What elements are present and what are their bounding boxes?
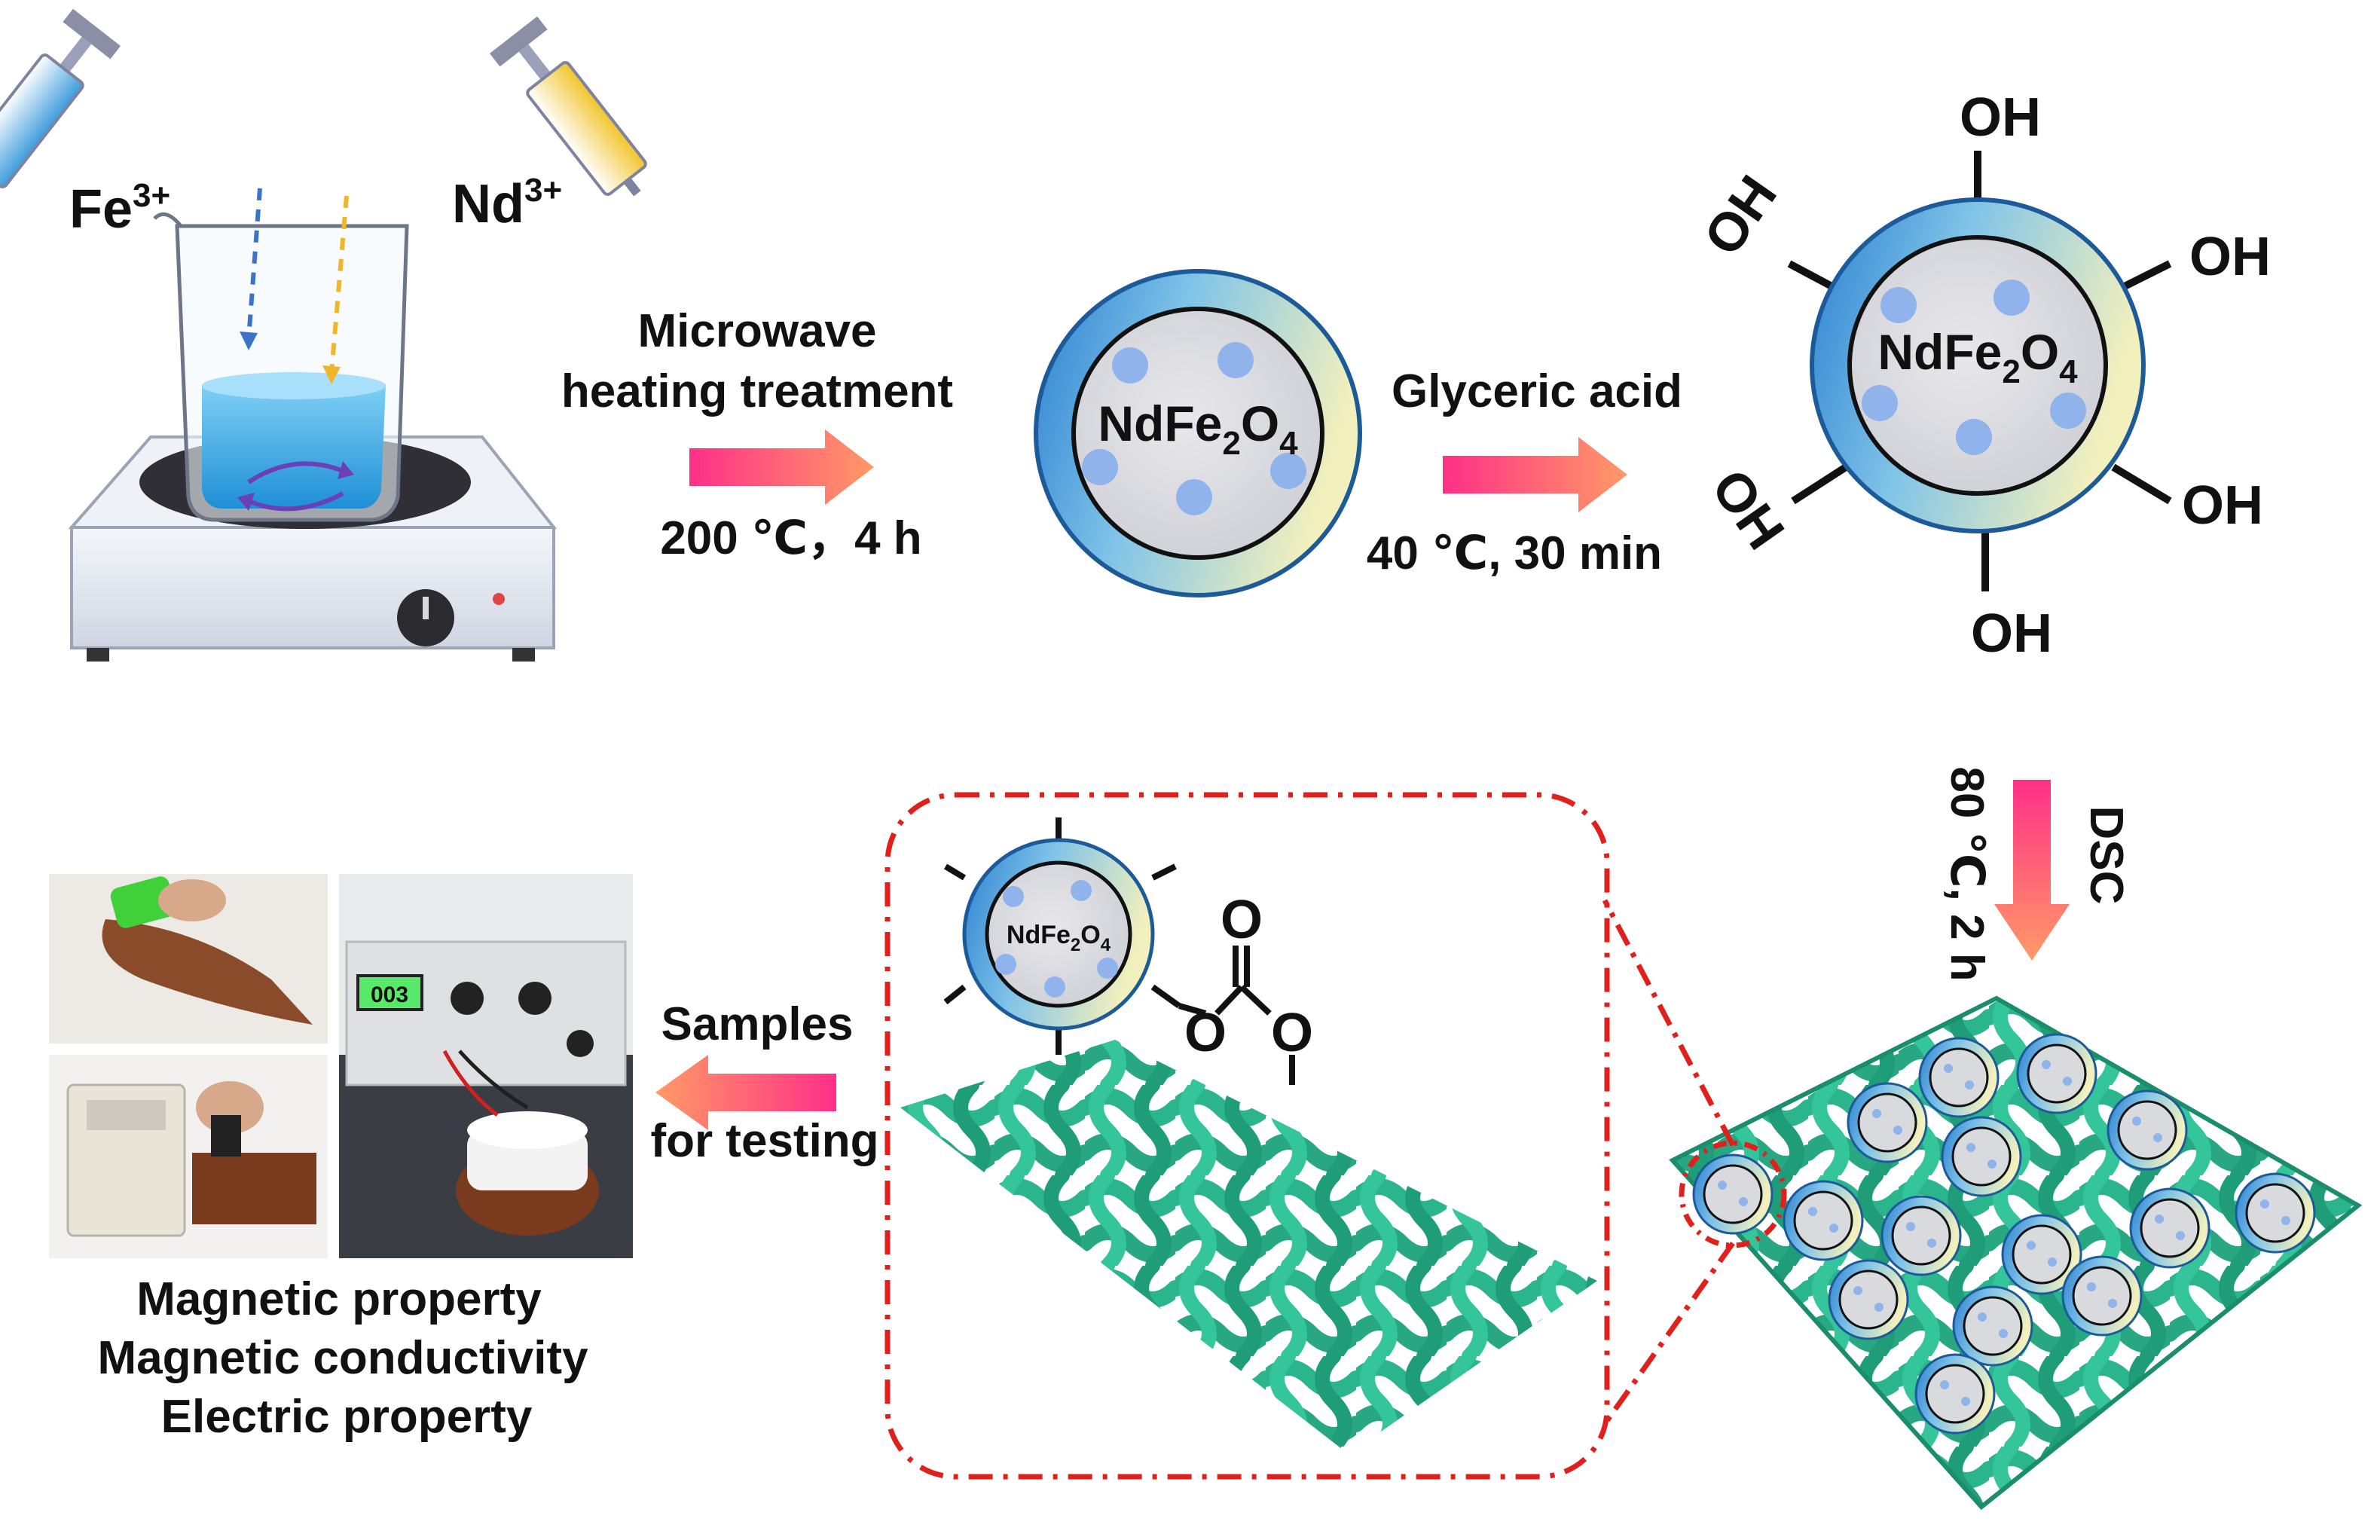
step1-line1: Microwave [637, 305, 876, 357]
carbonate-linker: O O O [1178, 890, 1313, 1085]
carbonate-o-top: O [1221, 890, 1263, 950]
oh-particle-formula: NdFe2O4 [1877, 324, 2078, 390]
ndfe2o4-particle: NdFe2O4 [1034, 269, 1362, 597]
property-list: Magnetic property Magnetic conductivity … [97, 1273, 588, 1443]
oh-group-bottom: OH [1971, 603, 2052, 664]
step2-condition: 40 ℃, 30 min [1367, 527, 1662, 579]
photo-conductivity-meter: 003 [339, 874, 633, 1258]
particle-formula: NdFe2O4 [1098, 396, 1298, 462]
zoom-line-top [1602, 899, 1736, 1147]
fe-ion-label: Fe3+ [69, 177, 170, 240]
step3-condition: 80 ℃, 2 h [1941, 766, 1993, 981]
step1-microwave: Microwave heating treatment 200 ℃，4 h [561, 305, 953, 564]
oh-group-right-upper: OH [2189, 227, 2271, 287]
step3-label: DSC [2080, 806, 2132, 905]
synthesis-setup: Fe3+ Nd3+ [0, 8, 647, 662]
meter-display-value: 003 [371, 982, 408, 1007]
step4-testing: Samples for testing [650, 998, 878, 1167]
syringe-nd-icon [490, 16, 647, 197]
step4-line2: for testing [650, 1115, 878, 1167]
photo-fabric-magnet [49, 874, 328, 1043]
step4-arrow-icon [655, 1055, 836, 1130]
coated-fabric [1669, 995, 2363, 1511]
oh-group-right-lower: OH [2182, 475, 2263, 536]
zoom-particle-formula: NdFe2O4 [1007, 921, 1111, 955]
step3-arrow-icon [1994, 780, 2070, 961]
zoom-source-marker [1679, 1140, 1787, 1248]
step2-label: Glyceric acid [1392, 365, 1682, 417]
zoom-particle: NdFe2O4 [943, 817, 1181, 1055]
oh-group-left-upper: OH [1693, 165, 1789, 266]
step1-arrow-icon [689, 429, 874, 505]
oh-functionalized-particle: NdFe2O4 OH OH OH OH OH OH [1693, 87, 2271, 664]
zoom-inset: NdFe2O4 O O O [884, 792, 1610, 1480]
zoom-line-bottom [1602, 1241, 1735, 1426]
beaker [153, 212, 409, 522]
property-conductivity: Magnetic conductivity [97, 1332, 588, 1384]
oh-group-top: OH [1960, 87, 2041, 148]
step3-dsc: 80 ℃, 2 h DSC [1941, 766, 2132, 981]
step2-arrow-icon [1443, 437, 1627, 512]
nd-ion-label: Nd3+ [452, 172, 562, 234]
step4-line1: Samples [661, 998, 853, 1050]
carbonate-o-left: O [1184, 1003, 1227, 1063]
meter-display [356, 974, 423, 1011]
indicator-light-icon [493, 593, 505, 605]
syringe-fe-icon [0, 8, 121, 188]
property-electric: Electric property [161, 1391, 533, 1443]
stirring-icon [237, 461, 354, 512]
carbonate-o-right: O [1271, 1003, 1313, 1063]
zoom-fabric [900, 1040, 1597, 1454]
step1-condition: 200 ℃，4 h [660, 512, 921, 564]
attached-particles [1692, 1033, 2316, 1435]
oh-group-left-lower: OH [1700, 459, 1795, 560]
property-magnetic: Magnetic property [136, 1273, 542, 1325]
step1-line2: heating treatment [561, 365, 953, 417]
photo-gaussmeter [49, 1055, 328, 1258]
step2-glyceric: Glyceric acid 40 ℃, 30 min [1367, 365, 1682, 579]
testing-photos: 003 [49, 874, 633, 1258]
